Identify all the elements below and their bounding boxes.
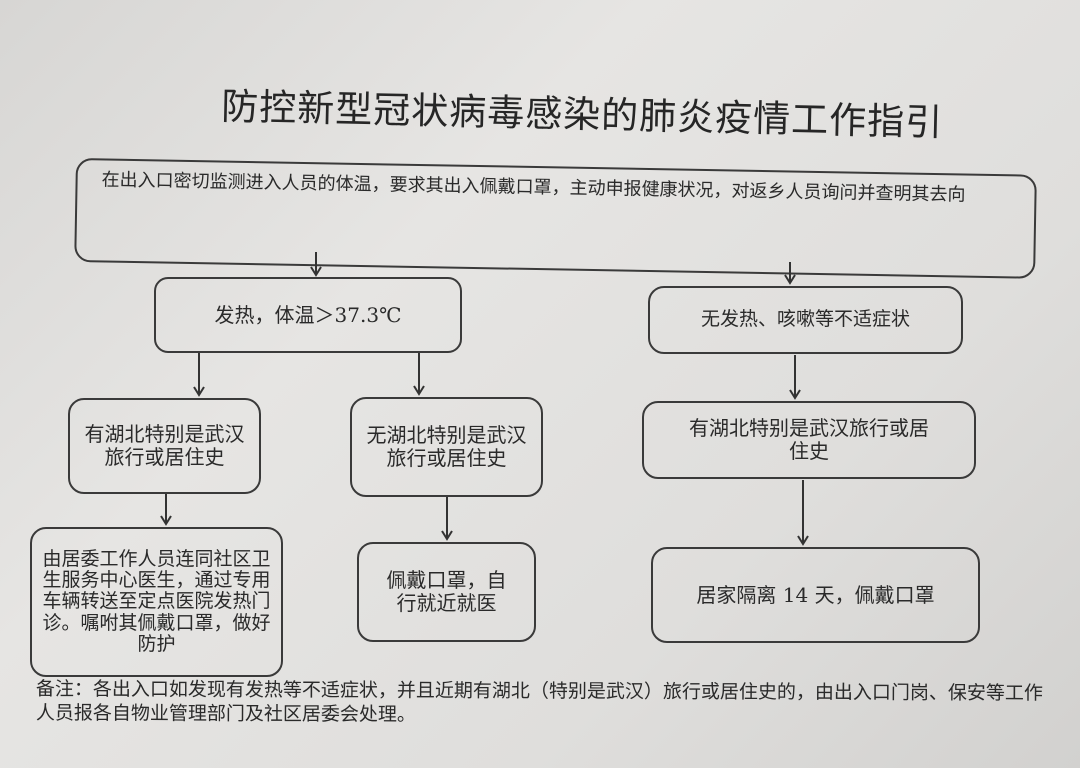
arrow-to-fever <box>310 252 322 277</box>
footnote: 备注：各出入口如发现有发热等不适症状，并且近期有湖北（特别是武汉）旅行或居住史的… <box>35 678 1044 726</box>
no-fever-hubei-history-text: 有湖北特别是武汉旅行或居住史 <box>689 416 929 463</box>
arrow-to-fever-hubei-history <box>193 353 205 397</box>
fever-no-hubei-history-text: 无湖北特别是武汉旅行或居住史 <box>366 423 527 470</box>
home-quarantine-box: 居家隔离 14 天，佩戴口罩 <box>651 547 980 643</box>
fever-hubei-history-box: 有湖北特别是武汉旅行或居住史 <box>68 398 261 494</box>
fever-hubei-history-text: 有湖北特别是武汉旅行或居住史 <box>84 422 245 469</box>
arrow-to-self-seek-care <box>441 497 453 541</box>
arrow-to-home-quarantine <box>797 480 809 546</box>
arrow-to-no-fever <box>784 262 796 285</box>
fever-box: 发热，体温＞37.3℃ <box>154 277 462 353</box>
no-fever-box: 无发热、咳嗽等不适症状 <box>648 286 963 354</box>
no-fever-text: 无发热、咳嗽等不适症状 <box>700 308 910 331</box>
escort-to-clinic-text: 由居委工作人员连同社区卫生服务中心医生，通过专用车辆转送至定点医院发热门诊。嘱咐… <box>42 547 271 655</box>
escort-to-clinic-box: 由居委工作人员连同社区卫生服务中心医生，通过专用车辆转送至定点医院发热门诊。嘱咐… <box>30 527 283 677</box>
self-seek-care-text: 佩戴口罩，自行就近就医 <box>386 568 507 615</box>
self-seek-care-box: 佩戴口罩，自行就近就医 <box>357 542 536 642</box>
arrow-to-escort-to-clinic <box>160 494 172 526</box>
home-quarantine-text: 居家隔离 14 天，佩戴口罩 <box>696 582 935 607</box>
no-fever-hubei-history-box: 有湖北特别是武汉旅行或居住史 <box>642 401 976 479</box>
fever-text: 发热，体温＞37.3℃ <box>214 302 402 327</box>
arrow-to-no-fever-hubei-history <box>789 355 801 400</box>
arrow-to-fever-no-hubei-history <box>413 353 425 396</box>
fever-no-hubei-history-box: 无湖北特别是武汉旅行或居住史 <box>350 397 543 497</box>
